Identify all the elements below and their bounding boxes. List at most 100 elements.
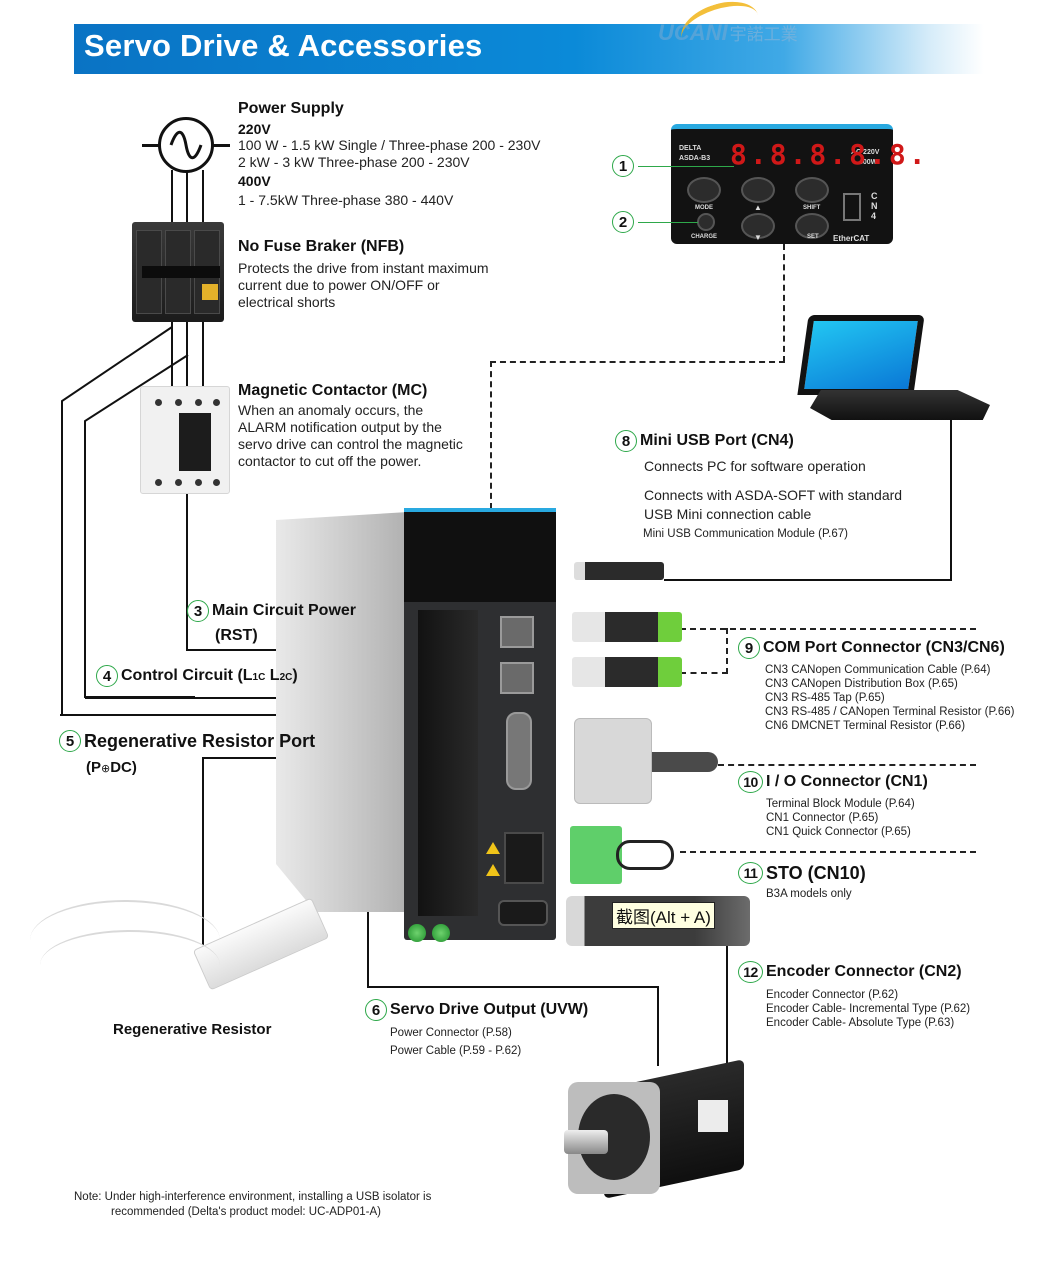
cn1-port-icon [506, 712, 532, 790]
ground-screw-icon [408, 924, 426, 942]
mc-line-4: contactor to cut off the power. [238, 453, 422, 469]
callout-4: 4 Control Circuit (L1C L2C) [96, 665, 298, 687]
panel-shift-label: SHIFT [803, 205, 821, 211]
resistor-lead [40, 930, 220, 1000]
dash-panel-left [490, 361, 785, 363]
no-fuse-breaker-image [132, 222, 224, 322]
seven-segment-display: 8.8.8.8.8. [730, 138, 929, 171]
footnote: Note: Under high-interference environmen… [74, 1190, 431, 1220]
callout-9-item: CN3 CANopen Distribution Box (P.65) [765, 678, 958, 690]
callout-2: 2 [612, 211, 637, 233]
regenerative-resistor-label: Regenerative Resistor [113, 1021, 272, 1038]
wire-ac-left [142, 144, 160, 147]
panel-cn4-label: CN4 [871, 191, 878, 221]
wire-ac-right [212, 144, 230, 147]
callout-9-item: CN3 CANopen Communication Cable (P.64) [765, 664, 991, 676]
servo-drive-terminal-block [418, 610, 478, 916]
wire-laptop-drop [950, 410, 952, 581]
callout-8-item-1: Mini USB Communication Module (P.67) [643, 528, 848, 540]
callout-12-list: Encoder Connector (P.62) Encoder Cable- … [766, 988, 970, 1030]
callout-12-badge: 12 [738, 961, 763, 983]
callout-11: 11 STO (CN10) B3A models only [738, 862, 866, 901]
callout-5: 5 Regenerative Resistor Port [59, 730, 315, 752]
plus-circle-icon: ⊕ [101, 763, 111, 775]
laptop-image [797, 315, 925, 395]
callout-8-desc-2b: USB Mini connection cable [644, 506, 812, 522]
wire-phase-r [171, 170, 173, 224]
callout-10: 10 I / O Connector (CN1) Terminal Block … [738, 771, 928, 839]
callout-11-badge: 11 [738, 862, 763, 884]
callout-8-desc-2a: Connects with ASDA-SOFT with standard [644, 487, 903, 503]
dash-panel-down [783, 244, 785, 362]
callout-4-sub1: 1C [252, 672, 266, 683]
callout-4-mid: L [265, 667, 280, 684]
callout-3-badge: 3 [187, 600, 209, 622]
mc-block: Magnetic Contactor (MC) When an anomaly … [238, 382, 463, 470]
callout-9-badge: 9 [738, 637, 760, 659]
wire-uvw-to-motor [657, 986, 659, 1066]
callout-1-badge: 1 [612, 155, 634, 177]
callout-10-item: CN1 Connector (P.65) [766, 812, 879, 824]
callout-11-item: B3A models only [766, 888, 852, 900]
panel-mode-label: MODE [695, 205, 713, 211]
panel-up-button[interactable] [741, 177, 775, 203]
callout-11-title: STO (CN10) [766, 862, 866, 883]
callout-9-list: CN3 CANopen Communication Cable (P.64) C… [765, 663, 1015, 733]
nfb-line-3: electrical shorts [238, 294, 336, 310]
dash-cn6 [680, 672, 728, 674]
panel-shift-button[interactable] [795, 177, 829, 203]
cn6-cable-image [572, 657, 682, 687]
callout-9-item: CN3 RS-485 Tap (P.65) [765, 692, 885, 704]
wire-mc-rst [186, 492, 188, 650]
callout-4-title: Control Circuit (L1C L2C) [121, 667, 298, 685]
warning-icon [486, 842, 500, 854]
callout-1-leader [638, 166, 734, 167]
panel-rating-power: 400W [859, 159, 878, 166]
callout-9: 9 COM Port Connector (CN3/CN6) CN3 CANop… [738, 637, 1015, 733]
callout-2-leader [638, 222, 698, 223]
callout-5-sub-a: (P [86, 759, 101, 776]
power-400v-line-1: 1 - 7.5kW Three-phase 380 - 440V [238, 192, 454, 208]
laptop-keyboard [810, 390, 990, 420]
power-supply-block: Power Supply 220V 100 W - 1.5 kW Single … [238, 100, 540, 209]
callout-5-sub-b: DC) [110, 759, 137, 776]
header-banner [74, 24, 984, 74]
warning-icon [486, 864, 500, 876]
mc-line-1: When an anomaly occurs, the [238, 402, 424, 418]
panel-mode-button[interactable] [687, 177, 721, 203]
callout-8-desc-1: Connects PC for software operation [644, 458, 866, 474]
cn3-port-icon [500, 616, 534, 648]
cn1-connector-image [568, 718, 718, 804]
servo-drive-heatsink [276, 512, 408, 912]
nfb-title: No Fuse Braker (NFB) [238, 238, 405, 255]
wire-usb-to-laptop [664, 579, 952, 581]
power-400v-label: 400V [238, 173, 271, 189]
callout-6-badge: 6 [365, 999, 387, 1021]
cn6-port-icon [500, 662, 534, 694]
wire-nfb-mc-t [202, 320, 204, 388]
power-220v-line-2: 2 kW - 3 kW Three-phase 200 - 230V [238, 154, 470, 170]
panel-set-button[interactable] [795, 213, 829, 239]
callout-12-item: Encoder Cable- Absolute Type (P.63) [766, 1017, 955, 1029]
screenshot-tooltip: 截图(Alt + A) [612, 902, 715, 929]
nfb-line-2: current due to power ON/OFF or [238, 277, 440, 293]
dash-cn3 [680, 628, 976, 630]
callout-5-title: Regenerative Resistor Port [84, 730, 316, 751]
callout-10-title: I / O Connector (CN1) [766, 773, 928, 790]
callout-4-sub2: 2C [279, 672, 293, 683]
callout-6-item-1: Power Connector (P.58) [390, 1027, 512, 1039]
panel-down-button[interactable] [741, 213, 775, 239]
callout-8-badge: 8 [615, 430, 637, 452]
callout-6: 6 Servo Drive Output (UVW) Power Connect… [365, 999, 588, 1058]
nfb-line-1: Protects the drive from instant maximum [238, 260, 489, 276]
servo-motor-image [564, 1059, 744, 1210]
footnote-line-2: recommended (Delta's product model: UC-A… [111, 1206, 381, 1218]
watermark-cn: 宇諾工業 [729, 25, 798, 44]
page-title: Servo Drive & Accessories [84, 28, 483, 63]
dash-cn3-cn6-join [726, 628, 728, 674]
panel-up-label: ▲ [754, 203, 762, 212]
panel-model: ASDA-B3 [679, 155, 711, 162]
wire-encoder-to-motor [726, 934, 728, 1066]
callout-4-end: ) [292, 667, 298, 684]
power-220v-label: 220V [238, 121, 271, 137]
